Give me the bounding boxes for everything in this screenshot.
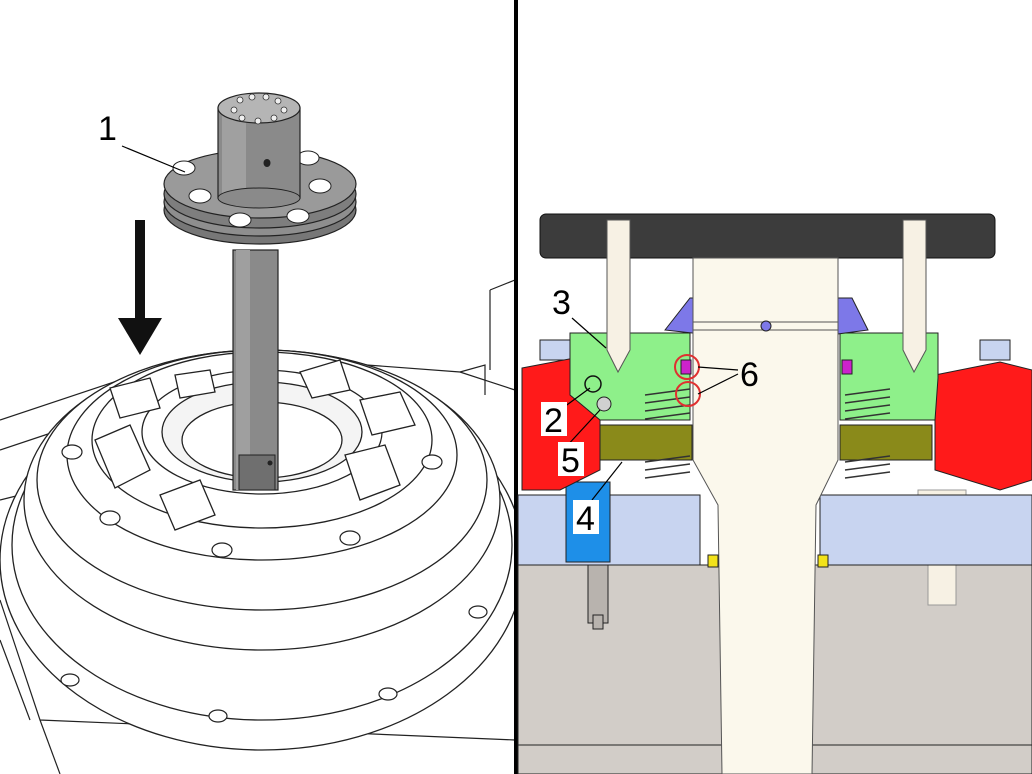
callout-6-label: 6 (740, 356, 759, 394)
panel-divider (514, 0, 518, 774)
clamping-jaws (94, 359, 416, 531)
callout-leaders (559, 317, 739, 501)
callout-2-label: 2 (544, 402, 563, 440)
callout-1-label: 1 (98, 110, 117, 148)
highlight-circle-2 (584, 375, 602, 393)
springs (644, 388, 891, 479)
part-1-tool (163, 92, 357, 491)
callout-5-label: 5 (561, 442, 580, 480)
right-panel-section-view: 3 6 2 5 4 (517, 213, 1032, 774)
highlight-circle-lower (675, 381, 701, 407)
magenta-part (680, 359, 692, 375)
part-4-olive-ring-left (599, 424, 693, 461)
guide-pins (606, 219, 927, 374)
down-arrow-icon (118, 220, 162, 355)
red-clamp-right (934, 361, 1032, 491)
callout-3-label: 3 (552, 284, 571, 322)
left-panel-isometric-view: 1 (0, 92, 525, 774)
table-bolt-holes (60, 444, 488, 723)
callout-4-label: 4 (576, 500, 595, 538)
olive-ring-right (839, 424, 933, 461)
callout-1-leader (121, 145, 186, 173)
yellow-part (707, 554, 719, 568)
central-shaft (692, 257, 839, 774)
